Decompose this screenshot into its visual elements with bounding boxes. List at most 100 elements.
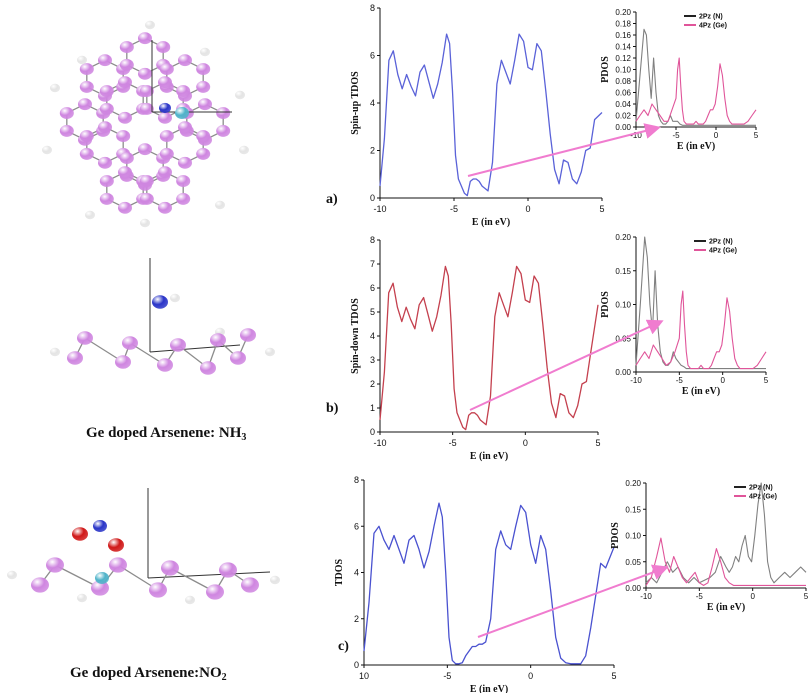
as-atom: [79, 147, 94, 160]
as-atom: [67, 351, 83, 365]
as-atom: [196, 147, 211, 160]
y-axis-label: PDOS: [600, 291, 611, 318]
x-tick-label: 5: [599, 204, 604, 214]
x-tick-label: -5: [672, 131, 680, 140]
panel-label: b): [326, 401, 339, 416]
x-tick-label: 5: [595, 438, 600, 448]
y-axis-label: Spin-up TDOS: [350, 71, 361, 135]
h-atom: [140, 218, 150, 228]
series-line-1: [635, 290, 767, 370]
h-atom: [215, 200, 225, 210]
as-atom: [159, 130, 174, 143]
caption-no2: Ge doped Arsenene:NO2: [70, 665, 227, 683]
series-line-0: [635, 28, 756, 126]
caption-nh3: Ge doped Arsenene: NH3: [86, 425, 246, 443]
as-atom: [230, 351, 246, 365]
y-axis-label: TDOS: [334, 558, 345, 586]
panel-label: a): [326, 192, 338, 207]
as-atom: [116, 130, 131, 143]
y-tick-label: 0.10: [615, 66, 631, 75]
x-tick-label: -10: [373, 204, 386, 214]
as-atom: [115, 355, 131, 369]
o-atom: [108, 538, 124, 552]
as-atom: [219, 562, 237, 578]
as-atom: [176, 85, 191, 98]
y-tick-label: 6: [354, 521, 359, 531]
as-atom: [59, 124, 74, 137]
as-atom: [196, 80, 211, 93]
y-tick-label: 0: [354, 660, 359, 670]
x-axis-label: E (in eV): [677, 141, 715, 152]
y-tick-label: 0: [370, 193, 375, 203]
as-atom: [240, 328, 256, 342]
as-atom: [178, 156, 192, 169]
y-tick-label: 0.10: [615, 301, 631, 310]
as-atom: [79, 80, 94, 93]
as-atom: [196, 63, 211, 76]
as-atom: [176, 175, 191, 188]
as-atom: [158, 166, 172, 179]
as-atom: [46, 557, 64, 573]
h-atom: [239, 145, 249, 155]
h-atom: [235, 90, 245, 100]
n-atom: [93, 520, 107, 532]
as-atom: [161, 560, 179, 576]
y-tick-label: 0.00: [625, 584, 641, 593]
as-atom: [196, 130, 211, 143]
as-atom: [216, 124, 231, 137]
as-atom: [78, 98, 92, 111]
x-tick-label: -5: [443, 671, 451, 681]
as-atom: [99, 175, 114, 188]
x-axis-label: E (in eV): [682, 386, 720, 397]
y-tick-label: 0.15: [615, 267, 631, 276]
y-tick-label: 2: [354, 614, 359, 624]
as-atom: [119, 58, 134, 71]
h-atom: [42, 145, 52, 155]
as-atom: [241, 577, 259, 593]
h-atom: [85, 210, 95, 220]
as-atom: [77, 331, 93, 345]
h-atom: [170, 293, 180, 303]
series-line-0: [363, 502, 615, 665]
x-tick-label: -10: [373, 438, 386, 448]
h-atom: [77, 55, 87, 65]
as-atom: [98, 54, 112, 67]
y-tick-label: 0.12: [615, 54, 631, 63]
x-tick-label: 0: [523, 438, 528, 448]
series-line-0: [645, 482, 807, 584]
y-tick-label: 0.04: [615, 100, 631, 109]
as-atom: [98, 121, 112, 134]
legend-label: 4Pz (Ge): [749, 494, 777, 501]
as-atom: [91, 580, 109, 596]
y-tick-label: 5: [370, 307, 375, 317]
as-atom: [206, 584, 224, 600]
as-atom: [139, 175, 154, 188]
h-atom: [270, 575, 280, 585]
x-tick-label: 0: [528, 671, 533, 681]
y-tick-label: 0.16: [615, 31, 631, 40]
as-atom: [138, 67, 152, 80]
as-atom: [138, 32, 152, 45]
as-atom: [118, 201, 132, 214]
y-axis-label: PDOS: [600, 56, 611, 83]
series-line-0: [635, 236, 766, 370]
n-atom: [159, 102, 171, 114]
as-atom: [59, 107, 74, 120]
y-tick-label: 0.02: [615, 112, 631, 121]
arrows-layer: [467, 123, 669, 638]
y-tick-label: 0.00: [615, 123, 631, 132]
y-tick-label: 1: [370, 403, 375, 413]
h-atom: [50, 83, 60, 93]
as-atom: [118, 111, 132, 124]
x-tick-label: 10: [359, 671, 369, 681]
legend-label: 2Pz (N): [749, 485, 773, 492]
o-atom: [72, 527, 88, 541]
legend-label: 4Pz (Ge): [709, 248, 737, 255]
as-atom: [200, 361, 216, 375]
h-atom: [77, 593, 87, 603]
y-tick-label: 0.18: [615, 20, 631, 29]
as-atom: [98, 156, 112, 169]
